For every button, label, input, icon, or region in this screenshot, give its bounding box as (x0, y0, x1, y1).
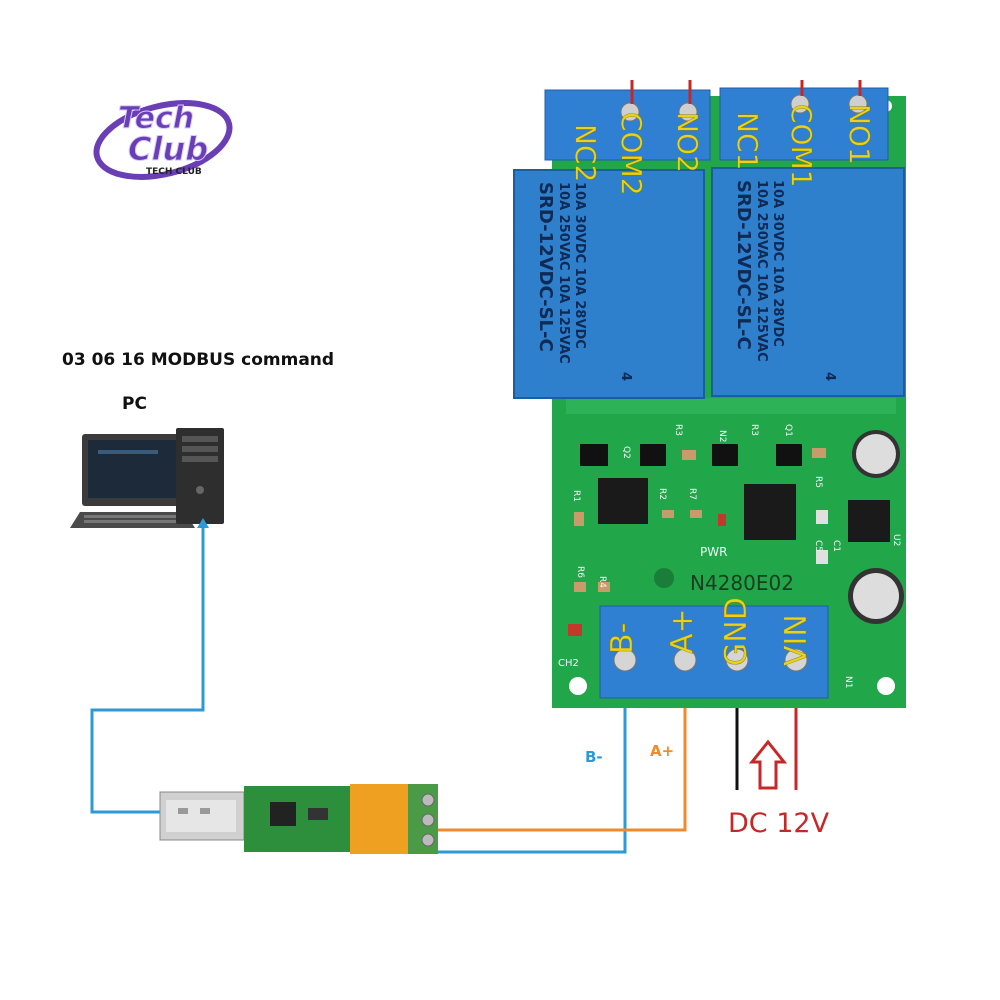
modbus-command-label: 03 06 16 MODBUS command (62, 350, 335, 370)
terminal-com2-label: COM2 (615, 112, 648, 196)
comp-q2: Q2 (621, 446, 631, 459)
power-label: DC 12V (728, 808, 830, 839)
usb-rs485-adapter (159, 784, 438, 854)
comp-q1: Q1 (783, 424, 793, 437)
comp-u2: U2 (891, 534, 901, 546)
relay2-rating-b: 10A 30VDC 10A 28VDC (572, 182, 587, 349)
board-components (568, 430, 904, 636)
logo-subtext: TECH CLUB (146, 167, 202, 177)
relay1-rating-b: 10A 30VDC 10A 28VDC (770, 180, 785, 347)
comp-c5: C5 (813, 540, 823, 552)
terminal-nc1-label: NC1 (731, 112, 764, 170)
comp-r6: R6 (575, 566, 585, 578)
board-model-label: N4280E02 (690, 571, 794, 595)
wire-a-label: A+ (650, 742, 675, 760)
terminal-no1-label: NO1 (843, 104, 876, 165)
relay1-model: SRD-12VDC-SL-C (733, 180, 754, 350)
terminal-no2-label: NO2 (671, 112, 704, 173)
terminal-a-plus-label: A+ (665, 608, 700, 654)
comp-r3b: R3 (749, 424, 759, 436)
relay1-pin: 4 (822, 372, 837, 381)
comp-r4: R4 (597, 576, 607, 588)
comp-n2: N2 (717, 430, 727, 442)
comp-r2: R2 (657, 488, 667, 500)
relay1-rating-a: 10A 250VAC 10A 125VAC (754, 180, 769, 362)
pc-icon (70, 428, 224, 528)
tech-club-logo: Tech Club TECH CLUB (93, 100, 233, 180)
terminal-nc2-label: NC2 (569, 124, 602, 182)
comp-r3a: R3 (673, 424, 683, 436)
terminal-com1-label: COM1 (785, 104, 818, 188)
relay-board: SRD-12VDC-SL-C 10A 250VAC 10A 125VAC 10A… (513, 80, 906, 708)
wire-a-plus (428, 672, 687, 832)
terminal-vin-label: VIN (779, 614, 814, 666)
comp-r1: R1 (571, 490, 581, 502)
comp-n1: N1 (843, 676, 853, 688)
terminal-gnd-label: GND (719, 597, 754, 666)
comp-r7: R7 (687, 488, 697, 500)
comp-c1: C1 (831, 540, 841, 552)
pc-label: PC (122, 394, 147, 414)
pwr-label: PWR (700, 545, 727, 559)
comp-ch2: CH2 (558, 658, 579, 669)
svg-text:Club: Club (128, 130, 208, 168)
comp-r5: R5 (813, 476, 823, 488)
relay2-pin: 4 (618, 372, 633, 381)
wire-b-label: B- (585, 748, 603, 766)
svg-text:Tech: Tech (118, 101, 194, 136)
terminal-b-minus-label: B- (605, 623, 640, 654)
relay2-model: SRD-12VDC-SL-C (535, 182, 556, 352)
power-up-arrow (748, 739, 788, 790)
relay2-rating-a: 10A 250VAC 10A 125VAC (556, 182, 571, 364)
wire-b-minus (428, 672, 627, 854)
wire-usb-pc (90, 518, 209, 814)
